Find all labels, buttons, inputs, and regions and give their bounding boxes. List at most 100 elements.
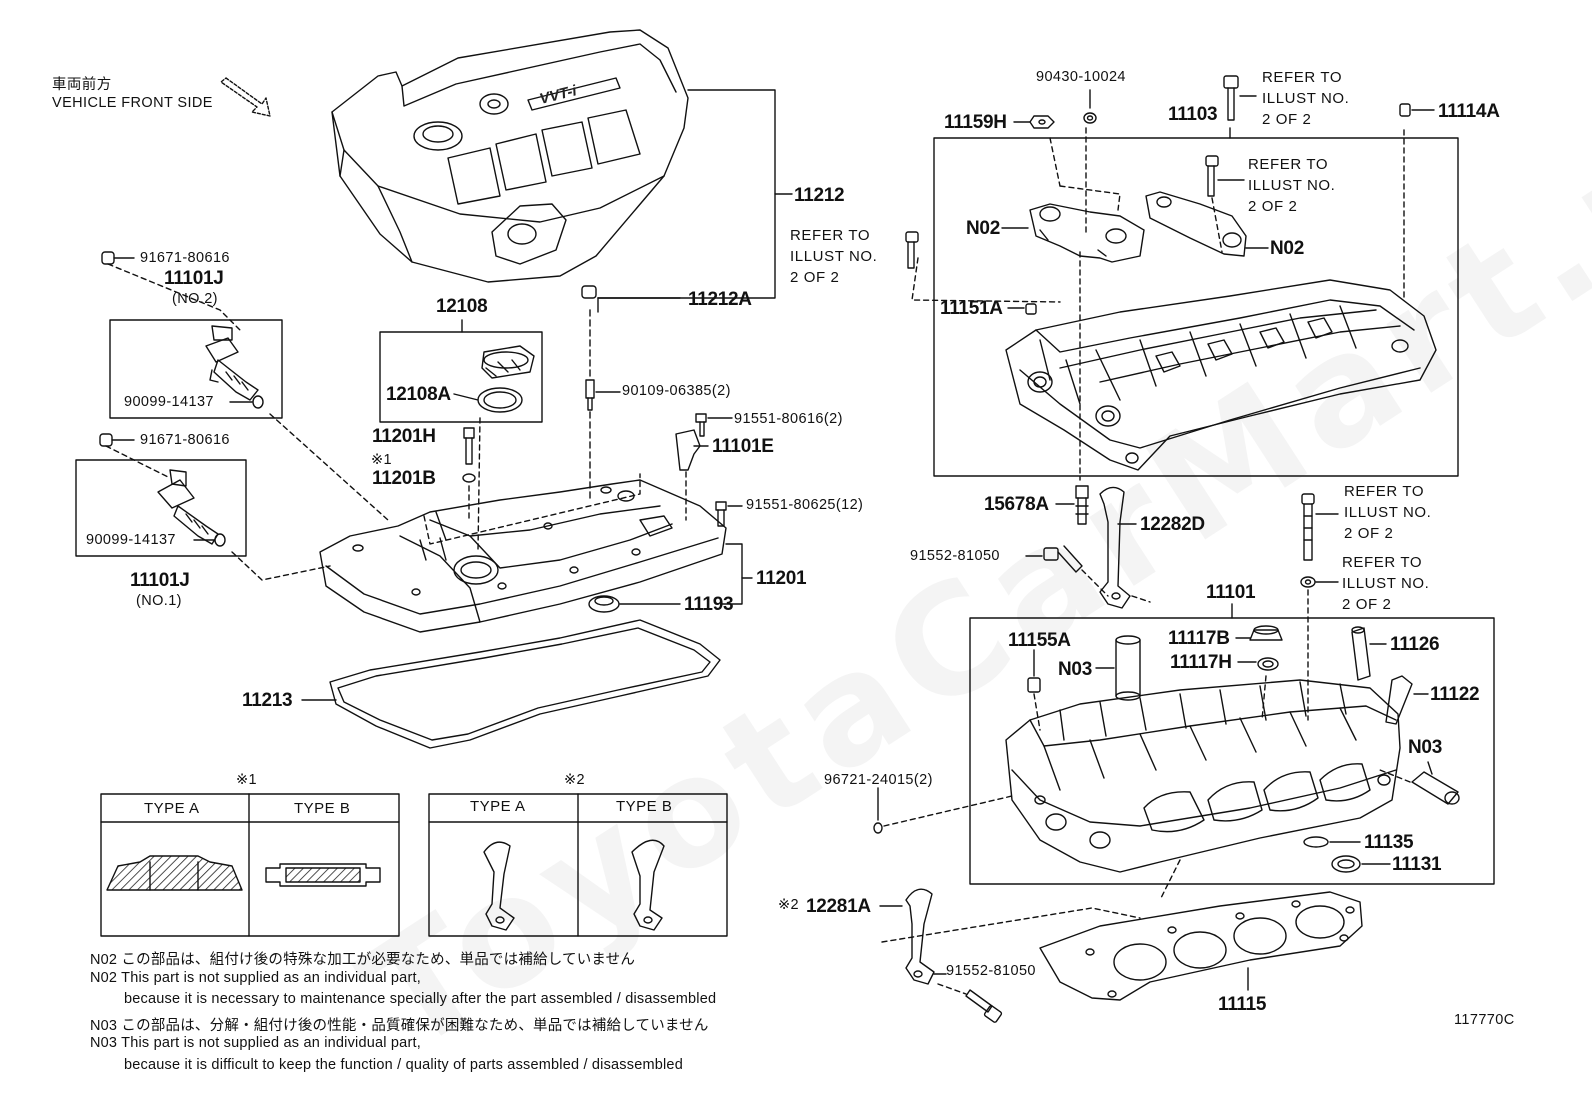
label-n03-right[interactable]: N03 bbox=[1408, 737, 1442, 758]
refer-note-mid: REFER TO ILLUST NO. 2 OF 2 bbox=[1248, 154, 1335, 217]
label-11115[interactable]: 11115 bbox=[1218, 994, 1267, 1015]
type-table-2-col-b: TYPE B bbox=[616, 798, 673, 815]
ocv-valve-no1 bbox=[157, 469, 219, 545]
refer-note-right-1: REFER TO ILLUST NO. 2 OF 2 bbox=[1344, 481, 1431, 544]
bolt-91671-bottom bbox=[99, 433, 135, 447]
label-11155a[interactable]: 11155A bbox=[1008, 630, 1071, 651]
pin-11114a bbox=[1399, 103, 1411, 117]
hook-12281a bbox=[905, 888, 935, 985]
label-11135[interactable]: 11135 bbox=[1364, 832, 1414, 853]
label-11126[interactable]: 11126 bbox=[1390, 634, 1440, 655]
hook-12282d bbox=[1099, 486, 1131, 609]
label-11122[interactable]: 11122 bbox=[1430, 684, 1480, 705]
label-11101[interactable]: 11101 bbox=[1206, 582, 1256, 603]
label-11201b[interactable]: 11201B bbox=[372, 468, 436, 489]
label-90099-top[interactable]: 90099-14137 bbox=[124, 394, 214, 410]
label-n03-left[interactable]: N03 bbox=[1058, 659, 1092, 680]
direction-jp: 車両前方 bbox=[52, 77, 112, 93]
refer-line: REFER TO bbox=[1344, 483, 1425, 500]
label-11213[interactable]: 11213 bbox=[242, 690, 293, 711]
label-12108[interactable]: 12108 bbox=[436, 296, 488, 317]
label-96721[interactable]: 96721-24015(2) bbox=[824, 772, 933, 788]
oil-filler-cap bbox=[481, 345, 535, 379]
refer-line: ILLUST NO. bbox=[1262, 90, 1350, 107]
note-n03-en-2: because it is difficult to keep the func… bbox=[124, 1057, 683, 1073]
label-90430[interactable]: 90430-10024 bbox=[1036, 69, 1126, 85]
label-91551-80625[interactable]: 91551-80625(12) bbox=[746, 497, 864, 513]
label-11114a[interactable]: 11114A bbox=[1438, 101, 1500, 122]
ocv-valve-no2 bbox=[205, 325, 259, 401]
label-11201h[interactable]: 11201H bbox=[372, 426, 436, 447]
cam-sensor-11101e bbox=[675, 429, 709, 471]
type-table-1-col-a: TYPE A bbox=[144, 800, 200, 817]
label-91552-lower[interactable]: 91552-81050 bbox=[946, 963, 1036, 979]
label-11212a[interactable]: 11212A bbox=[688, 289, 752, 310]
pin-11155a bbox=[1027, 677, 1041, 693]
label-12108a[interactable]: 12108A bbox=[386, 384, 451, 405]
bolt-refer-right bbox=[1301, 493, 1315, 561]
gasket-11131 bbox=[1331, 855, 1361, 873]
pipe-11122 bbox=[1385, 675, 1413, 725]
washer-90430 bbox=[1083, 112, 1097, 124]
mark-11201b: ※1 bbox=[371, 452, 393, 468]
label-91671-top[interactable]: 91671-80616 bbox=[140, 250, 230, 266]
plug-11117b bbox=[1249, 625, 1283, 641]
gasket-11213 bbox=[329, 619, 721, 749]
label-90109[interactable]: 90109-06385(2) bbox=[622, 383, 731, 399]
leader-11212 bbox=[597, 89, 776, 299]
refer-note-top: REFER TO ILLUST NO. 2 OF 2 bbox=[1262, 67, 1349, 130]
label-15678a[interactable]: 15678A bbox=[984, 494, 1049, 515]
refer-line: 2 OF 2 bbox=[1248, 198, 1298, 215]
label-11101e[interactable]: 11101E bbox=[712, 436, 774, 457]
cylinder-head-cover bbox=[319, 479, 727, 633]
refer-line: REFER TO bbox=[1342, 554, 1423, 571]
label-11212[interactable]: 11212 bbox=[794, 185, 845, 206]
refer-line: 2 OF 2 bbox=[1344, 525, 1394, 542]
bolt-91552-lower bbox=[965, 989, 1003, 1023]
bolt-refer-top bbox=[1223, 75, 1239, 121]
label-91671-bottom[interactable]: 91671-80616 bbox=[140, 432, 230, 448]
label-11101j-top-sub: (NO.2) bbox=[172, 291, 218, 307]
label-11159h[interactable]: 11159H bbox=[944, 112, 1007, 133]
guide-11126 bbox=[1351, 626, 1371, 681]
union-15678a bbox=[1075, 485, 1089, 525]
label-n02-right[interactable]: N02 bbox=[1270, 238, 1304, 259]
refer-line: ILLUST NO. bbox=[1248, 177, 1336, 194]
label-11131[interactable]: 11131 bbox=[1392, 854, 1442, 875]
gasket-11135 bbox=[1303, 836, 1329, 848]
refer-note-left: REFER TO ILLUST NO. 2 OF 2 bbox=[790, 225, 877, 288]
refer-line: REFER TO bbox=[1262, 69, 1343, 86]
illustration-number: 117770C bbox=[1454, 1012, 1515, 1028]
label-11117b[interactable]: 11117B bbox=[1168, 628, 1230, 649]
label-11101j-bottom[interactable]: 11101J bbox=[130, 570, 190, 591]
gasket-11117h bbox=[1257, 657, 1279, 671]
bolt-91551-80625 bbox=[715, 501, 727, 511]
note-n02-jp: N02 この部品は、組付け後の特殊な加工が必要なため、単品では補給していません bbox=[90, 952, 636, 968]
washer-11201b bbox=[462, 473, 476, 483]
bearing-cap-n02-right bbox=[1145, 191, 1247, 257]
note-n03-en-1: N03 This part is not supplied as an indi… bbox=[90, 1035, 421, 1051]
label-91551-80616[interactable]: 91551-80616(2) bbox=[734, 411, 843, 427]
label-11117h[interactable]: 11117H bbox=[1170, 652, 1232, 673]
note-n03-jp: N03 この部品は、分解・組付け後の性能・品質確保が困難なため、単品では補給して… bbox=[90, 1018, 709, 1034]
label-12281a[interactable]: 12281A bbox=[806, 896, 871, 917]
label-91552-upper[interactable]: 91552-81050 bbox=[910, 548, 1000, 564]
label-11201[interactable]: 11201 bbox=[756, 568, 807, 589]
label-11101j-top[interactable]: 11101J bbox=[164, 268, 224, 289]
front-direction-arrow-icon bbox=[220, 77, 271, 117]
label-90099-bottom[interactable]: 90099-14137 bbox=[86, 532, 176, 548]
label-12282d[interactable]: 12282D bbox=[1140, 514, 1205, 535]
head-gasket-11115 bbox=[1039, 891, 1363, 1001]
refer-line: 2 OF 2 bbox=[1262, 111, 1312, 128]
note-n02-en-1: N02 This part is not supplied as an indi… bbox=[90, 970, 421, 986]
bolt-91551-80616 bbox=[695, 413, 707, 423]
oil-cap-box bbox=[379, 331, 543, 423]
label-11103[interactable]: 11103 bbox=[1168, 104, 1218, 125]
ocv-no2-box bbox=[109, 319, 283, 419]
grommet-11212a bbox=[581, 285, 681, 299]
label-n02-left[interactable]: N02 bbox=[966, 218, 1000, 239]
label-11151a[interactable]: 11151A bbox=[940, 298, 1003, 319]
washer-refer-right bbox=[1300, 576, 1316, 588]
label-11193[interactable]: 11193 bbox=[684, 594, 734, 615]
